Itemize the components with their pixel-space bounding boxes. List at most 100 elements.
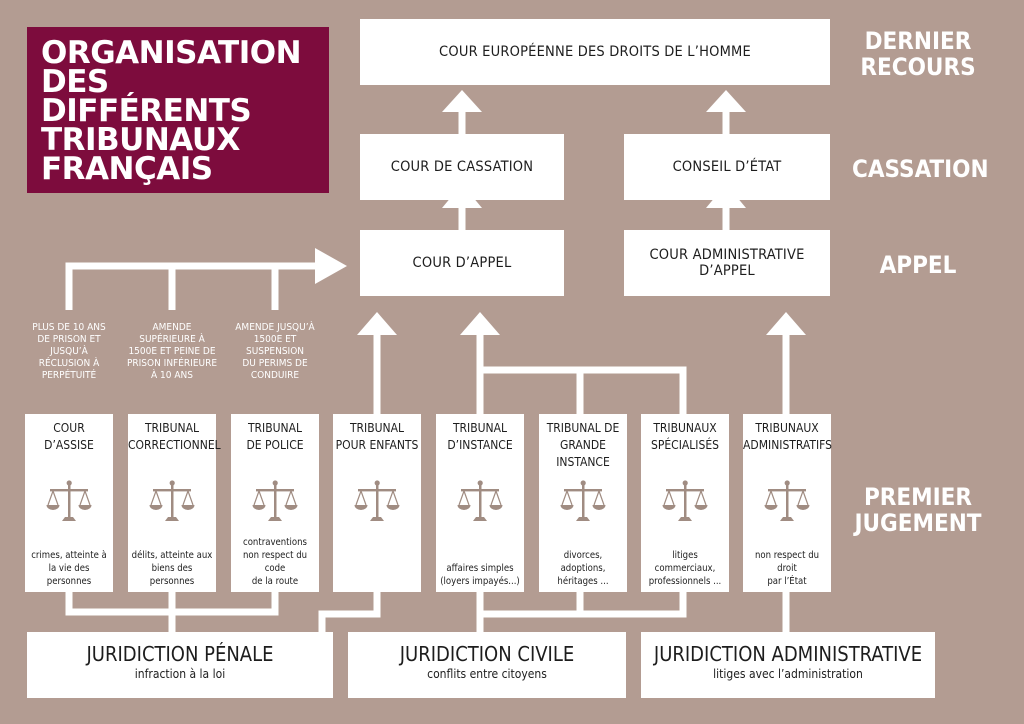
box-conseil-etat: CONSEIL D’ÉTAT [624,134,830,200]
court-name: TRIBUNAL POUR ENFANTS [333,420,421,454]
conseil-etat-label: CONSEIL D’ÉTAT [672,159,782,175]
juridiction-administrative-sub: litiges avec l’administration [713,667,863,681]
court-desc-line: par l’État [767,576,807,587]
connector-bottom-penal [65,592,279,632]
arrow-up-enfants [357,312,397,335]
court-desc: divorces, adoptions, héritages ... [541,549,625,588]
connector-penal-top [65,262,322,310]
juridiction-administrative: JURIDICTION ADMINISTRATIVE litiges avec … [641,632,935,698]
arrow-up-cedh-right [706,90,746,112]
criteria-line: SUPÉRIEURE À [139,334,205,345]
court-desc-line: de la route [251,576,299,587]
court-name-line: POUR ENFANTS [335,438,419,452]
court-desc-line: non respect du code [242,550,308,574]
court-tribunal-enfants: TRIBUNAL POUR ENFANTS [333,414,421,592]
level-premier-line-1: PREMIER [863,483,973,511]
court-tribunal-instance: TRIBUNAL D’INSTANCE affaires simples(loye… [436,414,524,592]
criteria-line: À 10 ANS [151,370,193,381]
court-name-line: TRIBUNAL [349,421,405,435]
court-tribunal-grande-instance: TRIBUNAL DE GRANDE INSTANCE divorces, ado… [539,414,627,592]
court-desc-line: crimes, atteinte à [31,550,107,561]
court-name-line: DE POLICE [246,438,304,452]
court-desc-line: la vie des personnes [46,563,92,587]
criteria-line: AMENDE [152,322,192,333]
criteria-line: RÉCLUSION À [38,358,100,369]
criteria-line: PLUS DE 10 ANS [32,322,106,333]
court-name-line: D’INSTANCE [447,438,513,452]
court-name-line: TRIBUNAL DE [546,421,620,435]
court-desc-line: divorces, adoptions, [560,550,606,574]
scales-of-justice-icon [354,480,400,521]
court-name-line: COUR [53,421,85,435]
criteria-correctionnel: AMENDE SUPÉRIEURE À 1500E ET PEINE DE PR… [122,322,222,382]
criteria-police: AMENDE JUSQU’À 1500E ET SUSPENSION DU PE… [226,322,324,382]
connector-bottom-civil [318,592,687,632]
court-tribunal-police: TRIBUNAL DE POLICE contraventions non resp… [231,414,319,592]
court-name-line: GRANDE INSTANCE [556,438,610,469]
court-desc-line: héritages ... [557,576,609,587]
cour-appel-label: COUR D’APPEL [412,255,512,271]
level-cassation-label: CASSATION [852,155,989,183]
arrow-up-civil [460,312,500,335]
criteria-line: JUSQU’À [50,346,88,357]
cour-cassation-label: COUR DE CASSATION [390,159,534,175]
box-cedh: COUR EUROPÉENNE DES DROITS DE L’HOMME [360,19,830,85]
criteria-line: PERPÉTUITÉ [41,370,97,381]
arrow-up-cedh-left [442,90,482,112]
scales-of-justice-icon [149,480,195,521]
level-dernier-line-1: DERNIER [864,27,972,55]
court-name: TRIBUNAL DE GRANDE INSTANCE [539,420,627,471]
box-cour-cassation: COUR DE CASSATION [360,134,564,200]
level-appel: APPEL [858,252,978,278]
juridiction-penale-title: JURIDICTION PÉNALE [86,642,274,666]
arrow-up-admin [766,312,806,335]
scales-of-justice-icon [560,480,606,521]
criteria-line: CONDUIRE [250,370,300,381]
criteria-line: DU PERIMS DE [242,358,308,369]
court-name-line: TRIBUNAL [452,421,508,435]
court-desc-line: non respect du droit [754,550,820,574]
level-premier-jugement: PREMIER JUGEMENT [852,484,984,536]
court-name: TRIBUNAL D’INSTANCE [436,420,524,454]
scales-of-justice-icon [764,480,810,521]
court-name-line: TRIBUNAL [247,421,303,435]
level-appel-label: APPEL [879,251,957,279]
box-cour-appel: COUR D’APPEL [360,230,564,296]
title-line-1: ORGANISATION [41,35,302,71]
criteria-line: AMENDE JUSQU’À [235,322,315,333]
court-desc: non respect du droit par l’État [745,549,829,588]
diagram-title: ORGANISATION DES DIFFÉRENTS TRIBUNAUX FR… [27,27,329,193]
court-name: TRIBUNAL DE POLICE [231,420,319,454]
juridiction-civile-title: JURIDICTION CIVILE [399,642,575,666]
scales-of-justice-icon [457,480,503,521]
court-name-line: TRIBUNAUX [755,421,819,435]
box-cour-admin-appel: COUR ADMINISTRATIVE D’APPEL [624,230,830,296]
cour-admin-appel-label: COUR ADMINISTRATIVE D’APPEL [649,247,805,279]
juridiction-civile-sub: conflits entre citoyens [427,667,547,681]
court-desc: affaires simples(loyers impayés...) [438,562,522,588]
court-desc-line: contraventions [243,537,307,548]
cedh-label: COUR EUROPÉENNE DES DROITS DE L’HOMME [439,44,751,60]
scales-of-justice-icon [662,480,708,521]
level-dernier-recours: DERNIER RECOURS [858,28,978,80]
criteria-line: PRISON INFÉRIEURE [126,358,218,369]
criteria-line: 1500E ET PEINE DE [128,346,216,357]
level-premier-line-2: JUGEMENT [854,509,982,537]
arrow-right-to-appel [315,248,347,284]
connector-civil [476,330,687,414]
court-desc-line: affaires simples [446,563,514,574]
court-desc-line: délits, atteinte aux [131,550,213,561]
juridiction-civile: JURIDICTION CIVILE conflits entre citoye… [348,632,626,698]
court-desc: crimes, atteinte à la vie des personnes [27,549,111,588]
level-cassation: CASSATION [852,155,989,183]
court-desc-line: professionnels ... [648,576,722,587]
court-desc: contraventions non respect du code de la r… [233,536,317,588]
